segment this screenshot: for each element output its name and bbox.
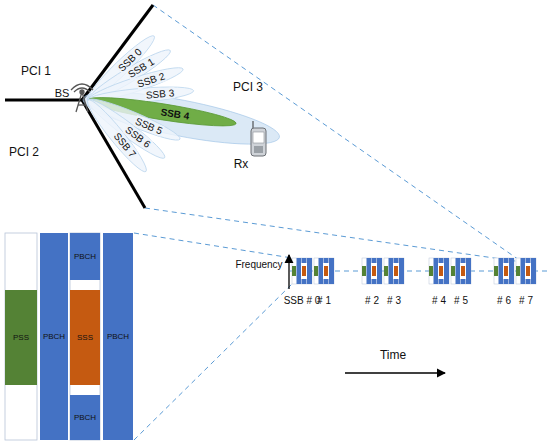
pbch-column: PBCH [103, 233, 133, 440]
cell-label: PCI 3 [233, 81, 263, 94]
tower-symbol [71, 84, 93, 112]
block-label: PBCH [107, 332, 129, 341]
sss-column [70, 233, 100, 440]
ssb-index: SSB # 0 [284, 295, 321, 306]
sector-border [5, 99, 82, 102]
pbch-block: PBCH [70, 233, 100, 280]
zoom-line [145, 208, 522, 262]
pbch-block: PBCH [70, 395, 100, 440]
phone-symbol [251, 121, 266, 156]
block-label: SSS [77, 333, 93, 342]
ssb-index: # 3 [387, 295, 401, 306]
empty-column [5, 233, 37, 440]
cell-label: PCI 1 [21, 65, 51, 78]
block-label: PBCH [74, 252, 96, 261]
block-label: PBCH [43, 332, 65, 341]
pss-block: PSS [5, 290, 37, 385]
pbch-column: PBCH [40, 233, 68, 440]
ssb-index: # 6 [497, 295, 511, 306]
zoom-line [134, 284, 292, 440]
block-label: PSS [13, 333, 29, 342]
ssb-index: # 5 [454, 295, 468, 306]
receiver-label: Rx [234, 158, 249, 171]
ssb-index: # 2 [365, 295, 379, 306]
ssb-index: # 4 [432, 295, 446, 306]
ssb-index: # 1 [317, 295, 331, 306]
beam-label: SSB 3 [144, 87, 175, 101]
zoom-line [134, 233, 292, 258]
time-arrow [345, 372, 445, 373]
ssb-index: # 7 [519, 295, 533, 306]
ssb-burst-group [292, 258, 536, 284]
block-label: PBCH [74, 413, 96, 422]
station-label: BS [55, 87, 70, 99]
axis-label: Time [380, 349, 406, 362]
beam-group [80, 31, 283, 176]
axis-label: Frequency [235, 259, 282, 270]
sss-block: SSS [70, 290, 100, 385]
cell-label: PCI 2 [9, 146, 39, 159]
frequency-arrow [288, 255, 289, 289]
